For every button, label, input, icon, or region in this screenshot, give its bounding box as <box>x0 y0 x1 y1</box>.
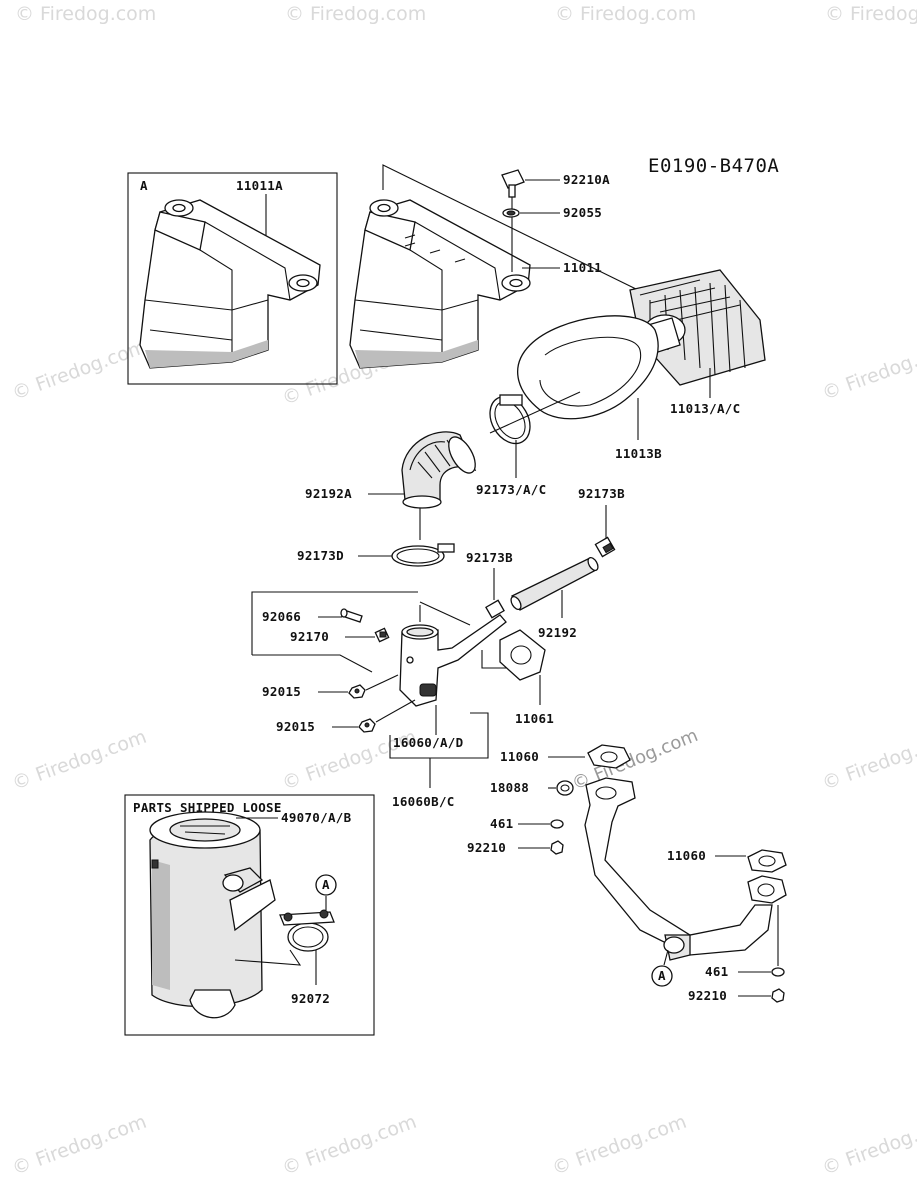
elbow-hose <box>401 431 477 509</box>
ref-marker-a-loose <box>315 874 337 896</box>
breather-hose <box>510 556 599 611</box>
watermark: © Firedog.com <box>9 1111 149 1180</box>
watermark: © Firedog.com <box>285 3 426 25</box>
air-cleaner-cover-a <box>139 199 321 369</box>
part-label-92210-a: 92210 <box>467 840 506 855</box>
washer-461-a <box>550 819 564 829</box>
part-label-11060-a: 11060 <box>500 749 539 764</box>
ref-marker-a-loose-text: A <box>322 877 330 892</box>
part-label-49070: 49070/A/B <box>281 810 352 825</box>
ring-18088 <box>556 780 574 796</box>
parts-shipped-loose-box: PARTS SHIPPED LOOSE 49070/A/B A <box>124 794 375 1036</box>
part-label-92173-A-C: 92173/A/C <box>476 482 546 497</box>
watermark: © Firedog.com <box>15 3 156 25</box>
loose-box-title: PARTS SHIPPED LOOSE <box>133 800 282 815</box>
gasket-11060-b <box>747 849 787 873</box>
part-label-11013-A-C: 11013/A/C <box>670 401 740 416</box>
part-label-92210A: 92210A <box>563 172 610 187</box>
watermark: © Firedog.com <box>555 3 696 25</box>
part-label-92015-b: 92015 <box>276 719 315 734</box>
muffler <box>149 811 276 1019</box>
ref-marker-a-pipe-text: A <box>658 968 666 983</box>
watermark: © Firedog.com <box>549 1111 689 1180</box>
part-label-11013B: 11013B <box>615 446 662 461</box>
nut-92015-a <box>348 684 366 699</box>
part-label-11061: 11061 <box>515 711 554 726</box>
part-label-92066: 92066 <box>262 609 301 624</box>
exhaust-pipe <box>584 777 787 961</box>
small-clamp-92173B-top <box>594 536 616 558</box>
part-label-92173D: 92173D <box>297 548 344 563</box>
box-a: A 11011A <box>127 172 338 385</box>
pre-cleaner <box>517 315 659 420</box>
part-label-92173B-mid: 92173B <box>466 550 513 565</box>
part-label-92015-a: 92015 <box>262 684 301 699</box>
part-label-18088: 18088 <box>490 780 529 795</box>
gasket-11061 <box>499 629 546 681</box>
ref-marker-a-pipe <box>651 965 673 987</box>
watermark: © Firedog.com <box>819 336 917 405</box>
washer-461-b <box>771 967 785 977</box>
nut-92015-b <box>358 718 376 733</box>
watermark: © Firedog.com <box>819 1111 917 1180</box>
air-cleaner-cover <box>349 199 531 369</box>
part-label-16060-A-D: 16060/A/D <box>393 735 463 750</box>
part-label-92192A: 92192A <box>305 486 352 501</box>
gasket-11060-a <box>587 744 631 769</box>
watermark: © Firedog.com <box>825 3 917 25</box>
watermark: © Firedog.com <box>279 1111 419 1180</box>
watermark: © Firedog.com <box>819 726 917 795</box>
part-label-92192: 92192 <box>538 625 577 640</box>
part-label-461-a: 461 <box>490 816 513 831</box>
watermark: © Firedog.com <box>9 726 149 795</box>
clamp-92170 <box>374 627 390 643</box>
part-label-11011: 11011 <box>563 260 602 275</box>
pin-92066 <box>340 608 363 623</box>
part-label-16060B-C: 16060B/C <box>392 794 455 809</box>
part-label-11011A: 11011A <box>236 178 283 193</box>
part-label-92055: 92055 <box>563 205 602 220</box>
nut-92210-a <box>550 840 564 855</box>
nut-92210-b <box>771 988 785 1003</box>
part-label-461-b: 461 <box>705 964 728 979</box>
part-label-92072: 92072 <box>291 991 330 1006</box>
part-label-92173B-top: 92173B <box>578 486 625 501</box>
muffler-clamp-92072 <box>279 909 335 952</box>
part-label-92170: 92170 <box>290 629 329 644</box>
box-a-letter: A <box>140 178 148 193</box>
hose-clamp-92173D <box>391 543 455 567</box>
part-label-11060-b: 11060 <box>667 848 706 863</box>
small-clamp-92173B-mid <box>485 599 505 619</box>
wing-bolt-92210A <box>501 169 525 272</box>
diagram-code: E0190-B470A <box>648 155 779 177</box>
part-label-92210-b: 92210 <box>688 988 727 1003</box>
hose-clamp-92173 <box>489 394 531 445</box>
intake-pipe <box>399 614 507 707</box>
